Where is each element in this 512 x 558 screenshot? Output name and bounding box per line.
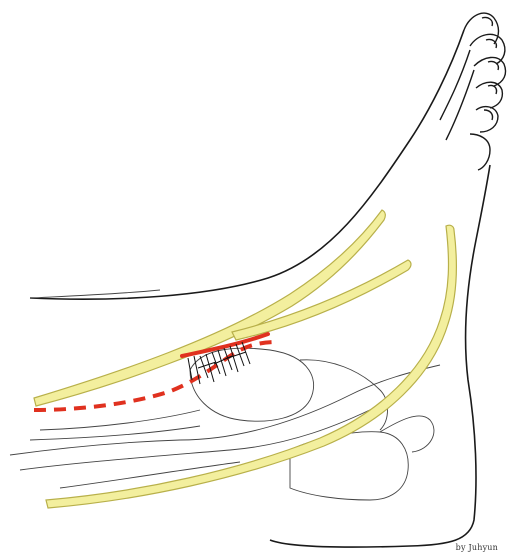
nerves <box>34 210 456 508</box>
toes <box>440 13 506 170</box>
incision-dashed <box>34 342 278 410</box>
foot-dorsum-outline <box>30 30 464 299</box>
author-credit: by Juhyun <box>456 543 498 552</box>
